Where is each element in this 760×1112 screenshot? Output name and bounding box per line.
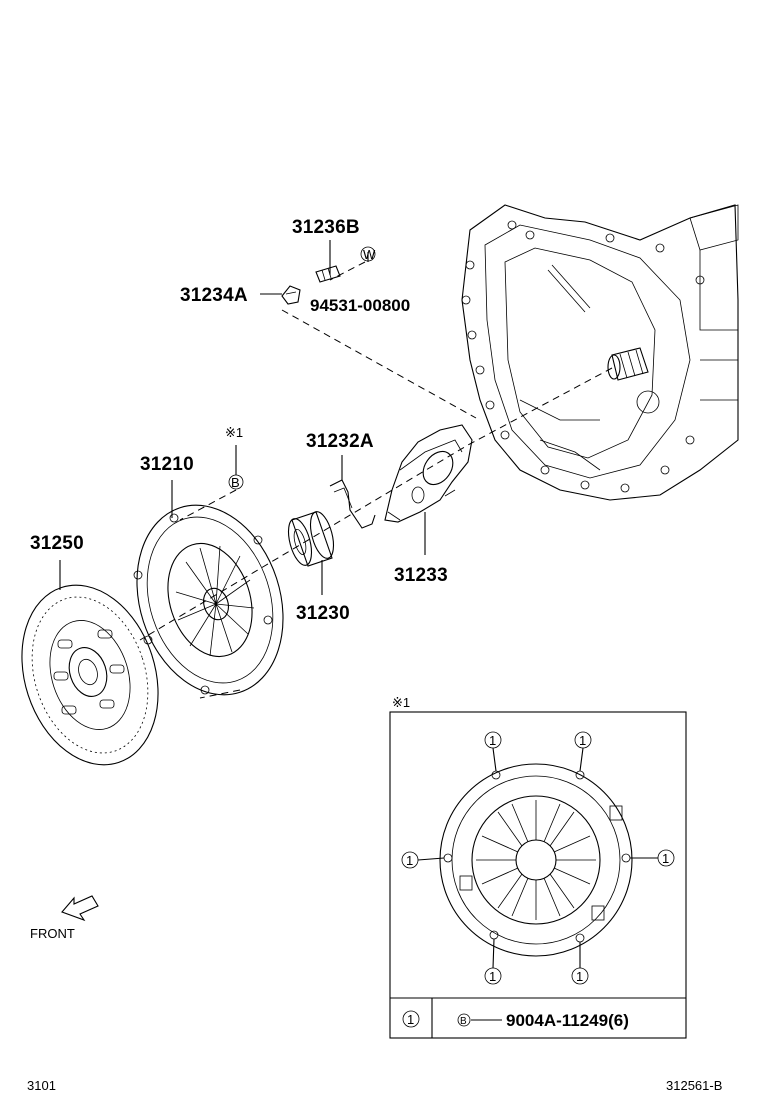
label-31250: 31250 [30,533,84,554]
svg-text:1: 1 [489,733,496,748]
label-31230: 31230 [296,603,350,624]
release-bearing [287,511,335,567]
svg-text:B: B [460,1016,467,1027]
circle-b-symbol: B [228,474,244,490]
front-label: FRONT [30,926,75,941]
svg-text:1: 1 [576,969,583,984]
svg-text:1: 1 [407,1012,414,1027]
svg-text:1: 1 [662,851,669,866]
svg-text:B: B [231,475,240,490]
svg-text:1: 1 [579,733,586,748]
label-31236B: 31236B [292,217,360,238]
legend-part-number: 9004A-11249(6) [506,1011,629,1030]
inset-frame [389,711,687,1039]
label-31210: 31210 [140,454,194,475]
release-fork [384,424,473,523]
inset-ref-label: ※1 [392,695,410,710]
svg-text:1: 1 [406,853,413,868]
note-ref-label: ※1 [225,425,243,440]
label-31232A: 31232A [306,431,374,452]
inset-legend: 1 B 9004A-11249(6) [402,1010,629,1030]
fork-support [281,265,341,305]
circle-w-symbol: W [360,246,376,262]
inset-bolt-markers: 1 1 1 1 1 1 [401,731,675,985]
label-31233: 31233 [394,565,448,586]
label-31234A: 31234A [180,285,248,306]
inset-clutch-cover [439,763,633,957]
footer-right-code: 312561-B [666,1078,722,1093]
svg-text:W: W [363,247,376,262]
front-arrow-icon [61,895,99,922]
transmission-housing [461,204,739,501]
label-94531-00800: 94531-00800 [310,296,410,315]
clutch-cover [133,504,284,696]
leader-lines [59,240,426,595]
footer-left-code: 3101 [27,1078,56,1093]
clutch-disc [21,584,159,766]
assembly-guide-lines [139,261,613,699]
svg-text:1: 1 [489,969,496,984]
